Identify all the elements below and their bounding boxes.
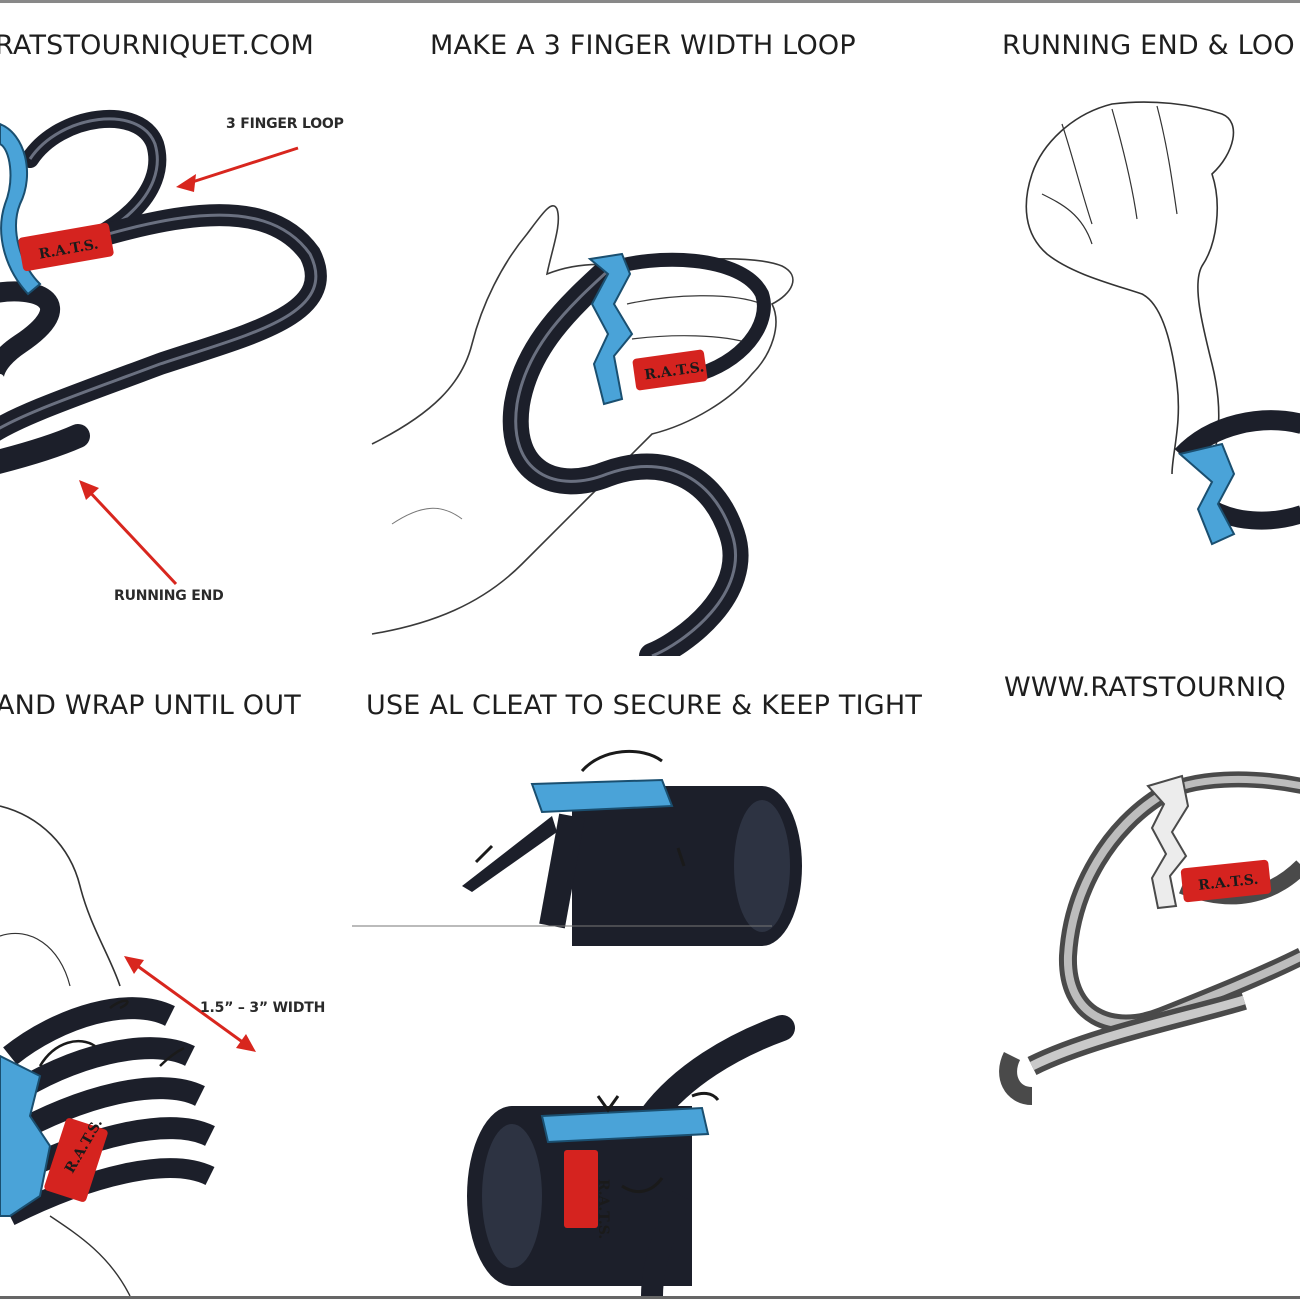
panel-title: RATSTOURNIQUET.COM (0, 30, 315, 61)
rats-tag: R.A.T.S. (18, 222, 114, 272)
panel-step-4: AND WRAP UNTIL OUT R.A.T.S. (0, 656, 352, 1296)
rats-tag: R.A.T.S. (564, 1150, 611, 1239)
cleat-securing-illustration: R.A.T.S. (352, 749, 802, 1296)
panel-step-2: MAKE A 3 FINGER WIDTH LOOP R.A.T.S. (352, 4, 972, 656)
panel-title: WWW.RATSTOURNIQ (1004, 672, 1286, 703)
label-running-end: RUNNING END (114, 588, 224, 604)
label-3-finger-loop: 3 FINGER LOOP (226, 116, 344, 132)
finished-tourniquet-illustration: R.A.T.S. (999, 771, 1300, 1105)
fist-with-band-illustration (1025, 101, 1300, 546)
svg-text:R.A.T.S.: R.A.T.S. (595, 1179, 611, 1239)
panel-step-5: USE AL CLEAT TO SECURE & KEEP TIGHT R.A.… (352, 656, 972, 1296)
bottom-border (0, 1296, 1300, 1299)
svg-text:R.A.T.S.: R.A.T.S. (1198, 872, 1260, 894)
label-width: 1.5” – 3” WIDTH (200, 1000, 326, 1016)
wrist-wrap-illustration: R.A.T.S. (0, 805, 256, 1296)
rats-tag: R.A.T.S. (632, 349, 708, 391)
panel-title: RUNNING END & LOO (1002, 30, 1295, 61)
panel-step-6: WWW.RATSTOURNIQ R.A.T.S. (972, 656, 1300, 1296)
top-border (0, 0, 1300, 3)
arrow-to-running-end (79, 480, 178, 586)
panel-title: AND WRAP UNTIL OUT (0, 690, 301, 721)
panel-step-3: RUNNING END & LOO (972, 4, 1300, 656)
hand-with-loop-illustration: R.A.T.S. (371, 205, 794, 656)
rats-tag: R.A.T.S. (1180, 859, 1272, 903)
panel-title: MAKE A 3 FINGER WIDTH LOOP (430, 30, 856, 61)
panel-step-1: RATSTOURNIQUET.COM R.A.T.S. (0, 4, 352, 656)
panel-title: USE AL CLEAT TO SECURE & KEEP TIGHT (366, 690, 923, 721)
tourniquet-loop-illustration: R.A.T.S. (0, 109, 327, 586)
width-arrow (124, 956, 256, 1052)
arrow-to-loop (176, 146, 299, 192)
